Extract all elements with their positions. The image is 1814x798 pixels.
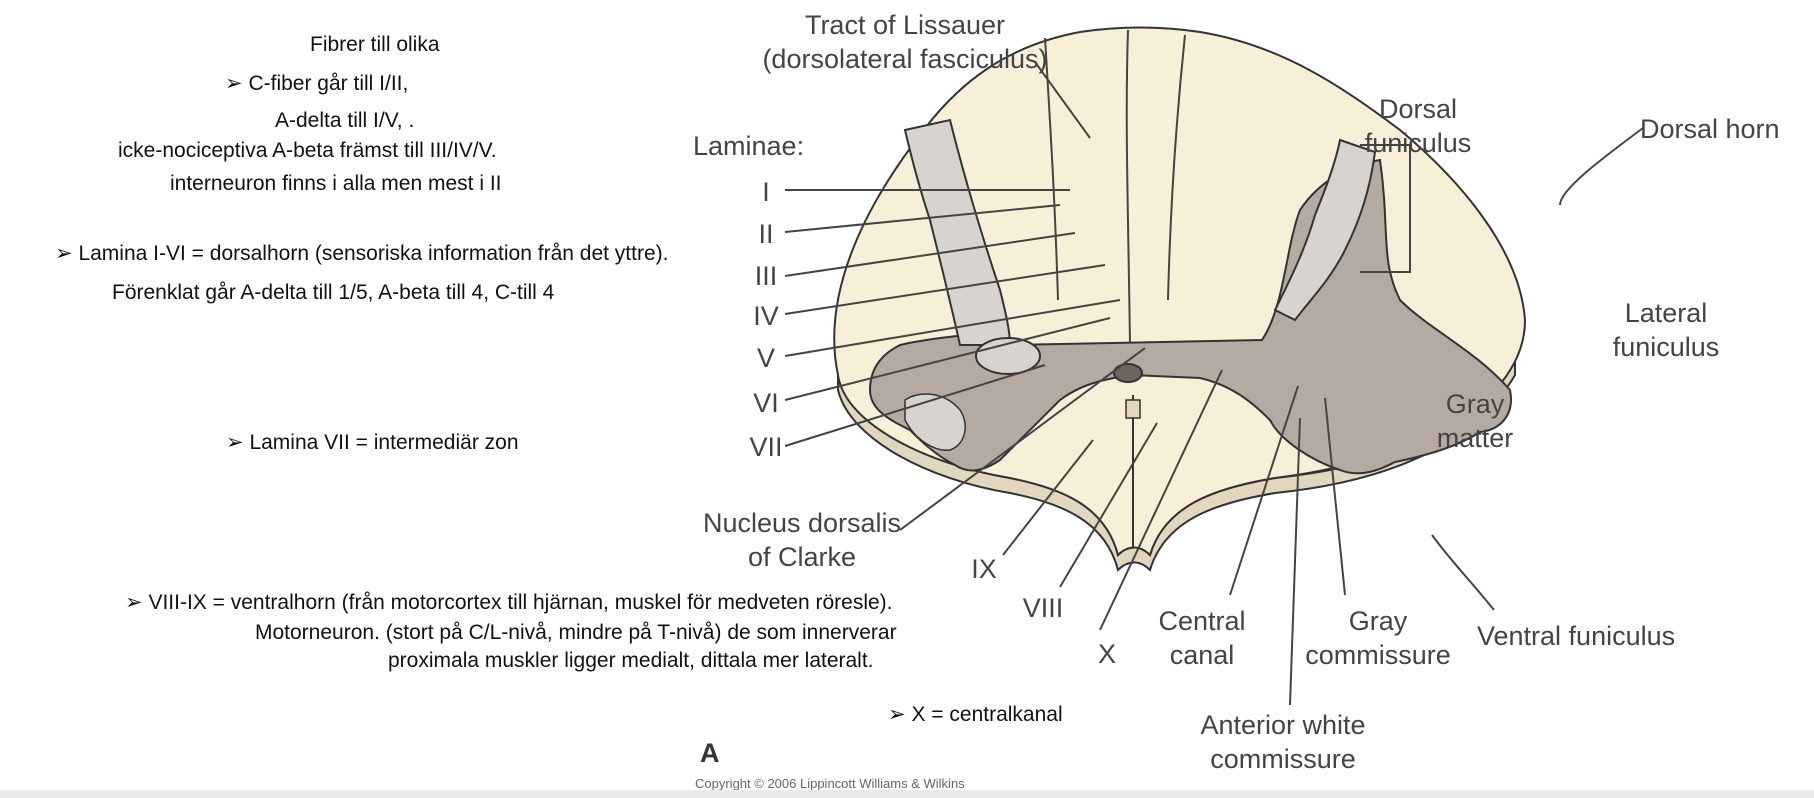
label-lateral-funiculus-2: funiculus bbox=[1613, 332, 1720, 362]
leader-central-canal bbox=[1229, 385, 1299, 596]
bullet-c-fiber: ➢ C-fiber går till I/II, bbox=[225, 73, 408, 94]
roman-vii: VII bbox=[749, 432, 782, 462]
note-x: X = centralkanal bbox=[911, 703, 1063, 726]
bullet-lamina-i-vi: ➢ Lamina I-VI = dorsalhorn (sensoriska i… bbox=[55, 243, 668, 264]
panel-letter: A bbox=[700, 738, 720, 768]
note-lamina-i-vi: Lamina I-VI = dorsalhorn (sensoriska inf… bbox=[78, 242, 669, 265]
roman-iii: III bbox=[755, 261, 778, 291]
bullet-lamina-vii: ➢ Lamina VII = intermediär zon bbox=[226, 432, 519, 453]
label-dorsal-funiculus-2: funiculus bbox=[1365, 128, 1472, 158]
roman-ii: II bbox=[758, 219, 773, 249]
label-gray-matter-2: matter bbox=[1437, 423, 1514, 453]
label-central-canal-1: Central bbox=[1158, 606, 1245, 636]
label-nucleus-2: of Clarke bbox=[748, 542, 856, 572]
label-viii: VIII bbox=[1023, 593, 1064, 623]
anterior-white-column bbox=[1125, 399, 1141, 419]
leader-x bbox=[1099, 369, 1223, 631]
label-gray-matter-1: Gray bbox=[1446, 389, 1505, 419]
roman-i: I bbox=[762, 177, 770, 207]
leader-dorsal-horn bbox=[1559, 127, 1644, 206]
note-a-delta: A-delta till I/V, . bbox=[275, 109, 415, 132]
label-central-canal-2: canal bbox=[1170, 640, 1235, 670]
septum-2 bbox=[1125, 29, 1131, 346]
bullet-icon: ➢ bbox=[125, 591, 143, 614]
note-motor: Motorneuron. (stort på C/L-nivå, mindre … bbox=[255, 621, 897, 644]
note-lamina-vii: Lamina VII = intermediär zon bbox=[249, 431, 519, 454]
bottom-strip bbox=[0, 790, 1814, 798]
leader-viii bbox=[1059, 422, 1158, 588]
label-anterior-white-2: commissure bbox=[1210, 744, 1356, 774]
label-laminae: Laminae: bbox=[693, 131, 804, 161]
bullet-x: ➢ X = centralkanal bbox=[888, 704, 1063, 725]
label-gray-commissure-2: commissure bbox=[1305, 640, 1451, 670]
note-interneuron: interneuron finns i alla men mest i II bbox=[170, 172, 502, 195]
leader-lamina-vi bbox=[784, 317, 1111, 401]
leader-lissauer bbox=[1034, 61, 1091, 139]
label-tract-lissauer-1: Tract of Lissauer bbox=[805, 10, 1005, 40]
leader-lamina-v bbox=[784, 299, 1121, 357]
septum-1 bbox=[1044, 37, 1059, 301]
label-gray-commissure-1: Gray bbox=[1349, 606, 1408, 636]
label-nucleus-1: Nucleus dorsalis bbox=[703, 508, 901, 538]
dorsal-horn-right bbox=[1273, 138, 1377, 322]
leader-lamina-iii bbox=[784, 232, 1076, 277]
leader-ix bbox=[1002, 439, 1094, 556]
label-x: X bbox=[1098, 639, 1116, 669]
note-a-beta: icke-nociceptiva A-beta främst till III/… bbox=[118, 139, 497, 162]
bullet-icon: ➢ bbox=[55, 242, 73, 265]
bullet-icon: ➢ bbox=[888, 703, 906, 726]
label-dorsal-funiculus-1: Dorsal bbox=[1379, 94, 1457, 124]
roman-vi: VI bbox=[753, 388, 779, 418]
bullet-viii-ix: ➢ VIII-IX = ventralhorn (från motorcorte… bbox=[125, 592, 893, 613]
dorsal-horn-bracket bbox=[1360, 144, 1411, 273]
leader-nucleus bbox=[899, 347, 1146, 531]
label-dorsal-horn: Dorsal horn bbox=[1640, 114, 1780, 144]
note-fibers-title: Fibrer till olika bbox=[310, 33, 440, 56]
leader-lamina-iv bbox=[784, 264, 1106, 315]
leader-anterior-white bbox=[1289, 417, 1301, 706]
label-lateral-funiculus-1: Lateral bbox=[1625, 298, 1708, 328]
copyright-text: Copyright © 2006 Lippincott Williams & W… bbox=[695, 776, 965, 791]
leader-ventral-funiculus bbox=[1431, 534, 1495, 611]
note-c-fiber: C-fiber går till I/II, bbox=[248, 72, 409, 95]
leader-lamina-ii bbox=[784, 204, 1061, 233]
label-tract-lissauer-2: (dorsolateral fasciculus) bbox=[762, 44, 1047, 74]
label-ventral-funiculus: Ventral funiculus bbox=[1477, 621, 1675, 651]
note-proximal: proximala muskler ligger medialt, dittal… bbox=[388, 649, 874, 672]
leader-lamina-vii bbox=[784, 364, 1046, 447]
bullet-icon: ➢ bbox=[226, 431, 244, 454]
label-anterior-white-1: Anterior white bbox=[1200, 710, 1365, 740]
note-simplified: Förenklat går A-delta till 1/5, A-beta t… bbox=[112, 281, 555, 304]
central-canal bbox=[1113, 363, 1143, 383]
leader-gray-commissure bbox=[1324, 397, 1346, 596]
ventral-horn-light bbox=[904, 393, 966, 451]
roman-iv: IV bbox=[753, 301, 779, 331]
septum-3 bbox=[1167, 34, 1186, 301]
roman-v: V bbox=[757, 343, 775, 373]
note-viii-ix: VIII-IX = ventralhorn (från motorcortex … bbox=[148, 591, 893, 614]
label-ix: IX bbox=[971, 554, 997, 584]
bullet-icon: ➢ bbox=[225, 72, 243, 95]
